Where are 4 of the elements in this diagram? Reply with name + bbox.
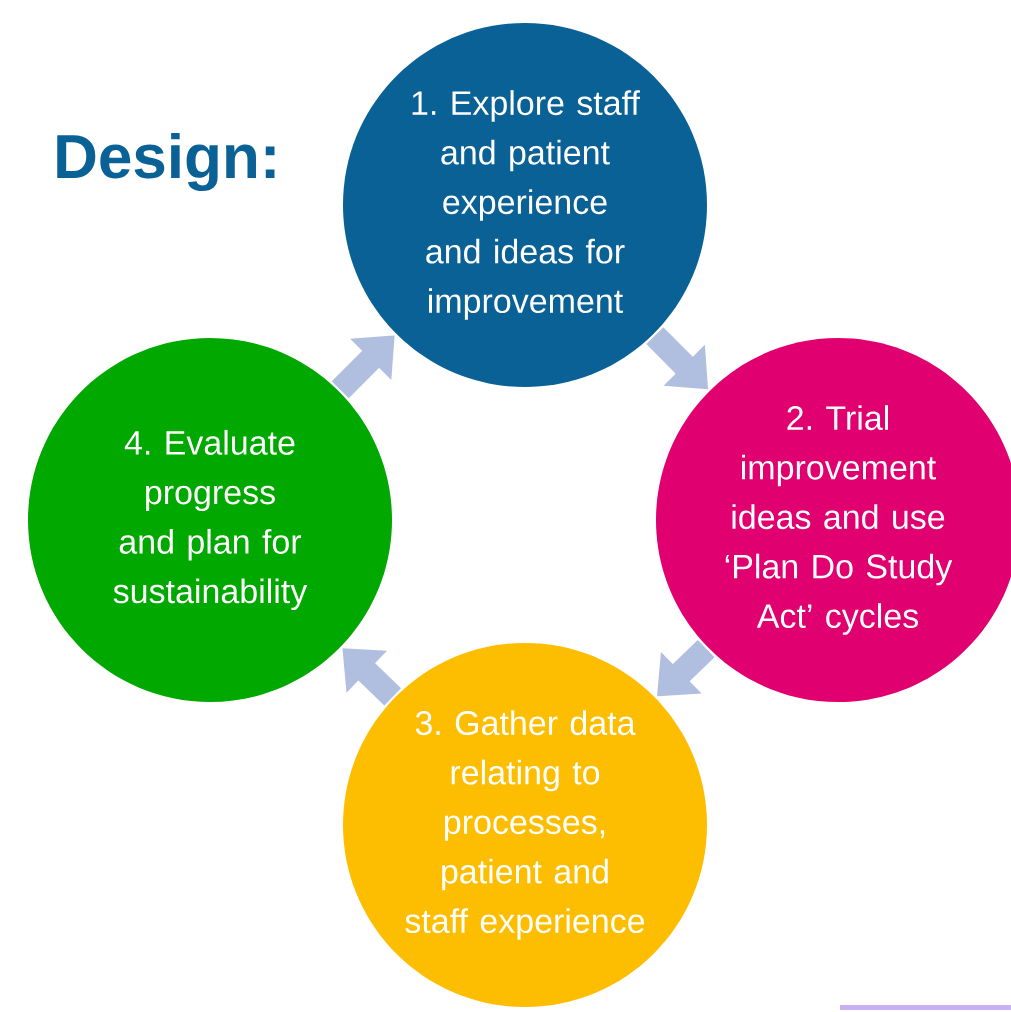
title: Design:: [57, 133, 275, 192]
block-arrow: [657, 639, 715, 697]
block-arrow: [342, 648, 402, 706]
block-arrow: [331, 335, 395, 399]
